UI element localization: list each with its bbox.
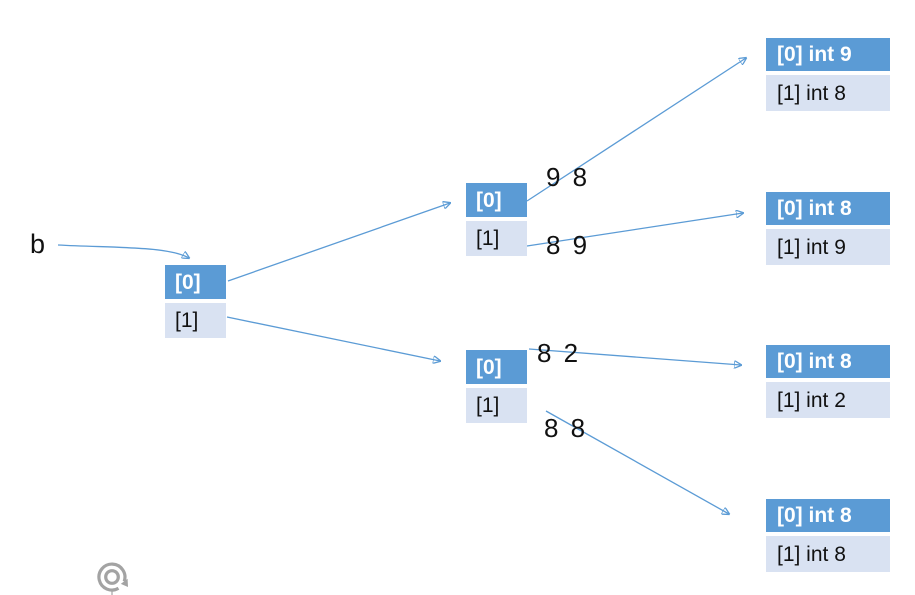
leaf1-body-cell: [1] int 8: [766, 75, 890, 111]
leaf-node-4: [0] int 8 [1] int 8: [766, 499, 890, 572]
leaf2-body-cell: [1] int 9: [766, 229, 890, 265]
leaf4-header-cell: [0] int 8: [766, 499, 890, 532]
edge-root1-to-node2: [226, 316, 440, 361]
array-node-level2-bottom: [0] [1]: [466, 350, 527, 423]
leaf-node-1: [0] int 9 [1] int 8: [766, 38, 890, 111]
edge-values-label-3: 8 2: [537, 338, 579, 368]
leaf-node-3: [0] int 8 [1] int 2: [766, 345, 890, 418]
node1-index-1-cell: [1]: [466, 221, 527, 256]
root-index-0-cell: [0]: [165, 265, 226, 299]
node1-index-0-cell: [0]: [466, 183, 527, 217]
leaf3-header-cell: [0] int 8: [766, 345, 890, 378]
array-node-root: [0] [1]: [165, 265, 226, 338]
leaf1-header-cell: [0] int 9: [766, 38, 890, 71]
leaf-node-2: [0] int 8 [1] int 9: [766, 192, 890, 265]
leaf3-body-cell: [1] int 2: [766, 382, 890, 418]
edge-b-to-root: [57, 244, 189, 258]
edge-root0-to-node1: [227, 203, 450, 282]
leaf2-header-cell: [0] int 8: [766, 192, 890, 225]
variable-label-b: b: [30, 229, 46, 259]
node2-index-0-cell: [0]: [466, 350, 527, 384]
edge-values-label-2: 8 9: [546, 230, 588, 260]
node2-index-1-cell: [1]: [466, 388, 527, 423]
rotate-arrow-watermark-icon: [97, 562, 128, 595]
leaf4-body-cell: [1] int 8: [766, 536, 890, 572]
edge-values-label-1: 9 8: [546, 162, 588, 192]
edge-values-label-4: 8 8: [544, 413, 586, 443]
array-node-level2-top: [0] [1]: [466, 183, 527, 256]
root-index-1-cell: [1]: [165, 303, 226, 338]
